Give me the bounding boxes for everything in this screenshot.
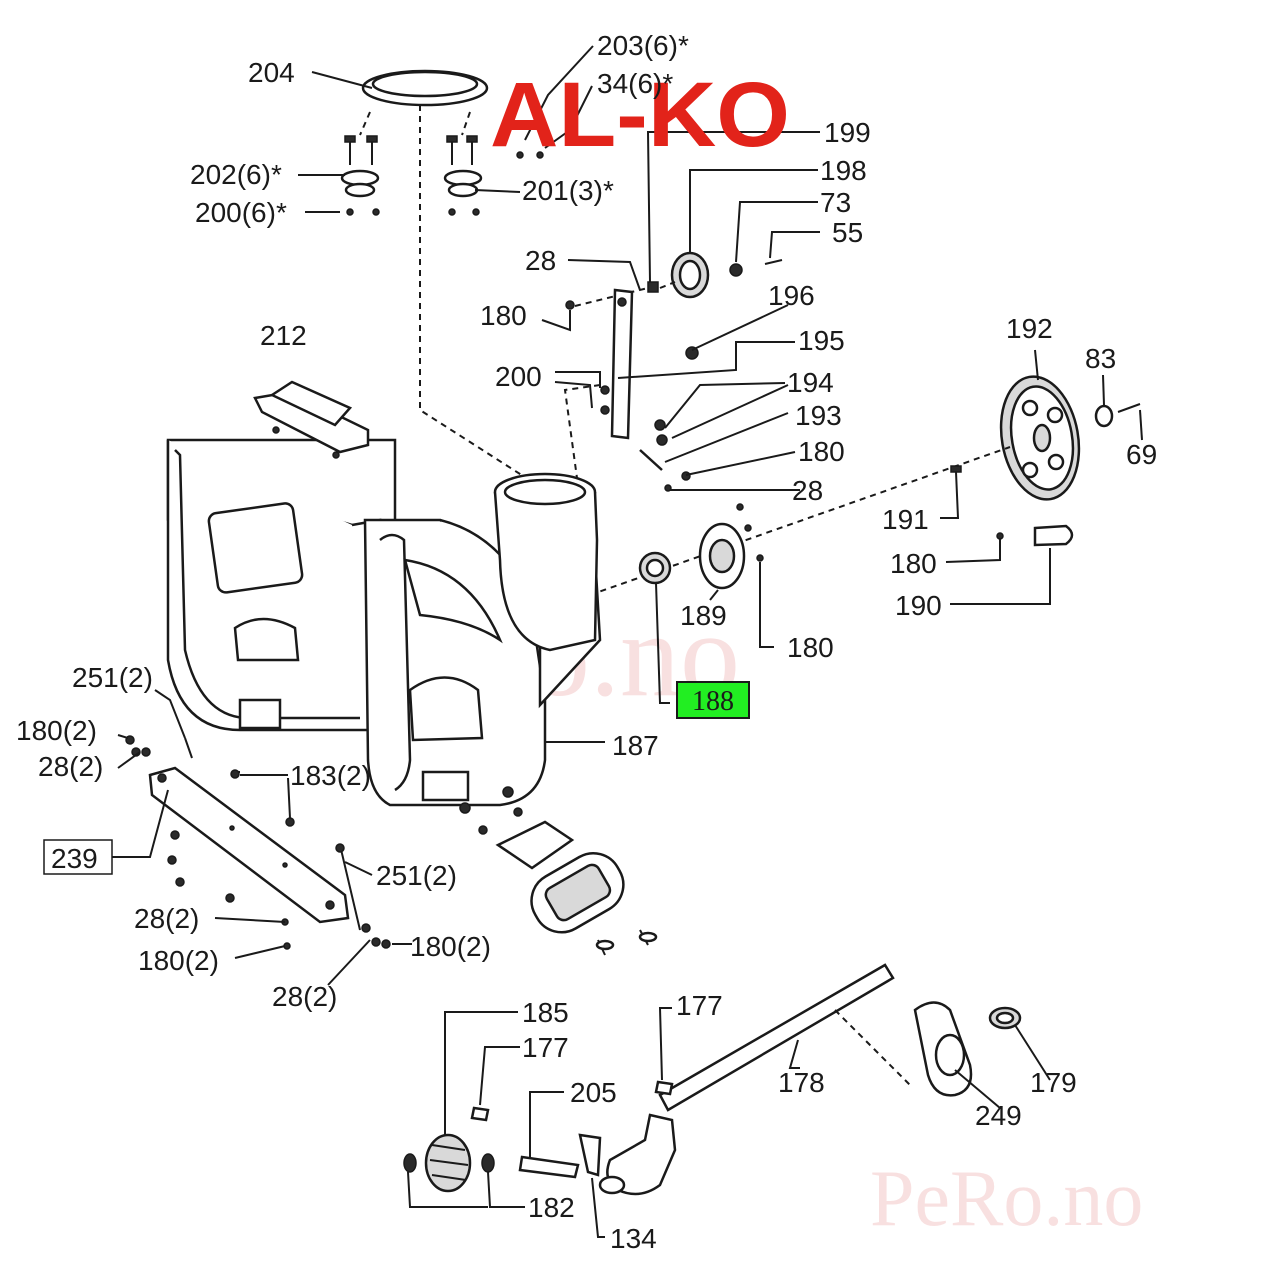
label-251b: 251(2) bbox=[376, 860, 457, 891]
auger-housing-187 bbox=[166, 438, 602, 807]
brand-logo: AL-KO bbox=[490, 64, 790, 166]
label-182: 182 bbox=[528, 1192, 575, 1223]
skid-shoe bbox=[459, 786, 658, 956]
label-180a: 180 bbox=[480, 300, 527, 331]
pulley-192 bbox=[999, 375, 1081, 501]
label-180g: 180(2) bbox=[138, 945, 219, 976]
label-190: 190 bbox=[895, 590, 942, 621]
scraper-bar-239 bbox=[148, 766, 350, 924]
flange-189 bbox=[698, 503, 752, 590]
pin-205 bbox=[518, 1155, 580, 1179]
washer-182b bbox=[481, 1153, 495, 1173]
label-28e: 28(2) bbox=[272, 981, 337, 1012]
label-239-box: 239 bbox=[43, 839, 113, 875]
label-180f: 180(2) bbox=[410, 931, 491, 962]
label-189: 189 bbox=[680, 600, 727, 631]
label-249: 249 bbox=[975, 1100, 1022, 1131]
nut-196 bbox=[685, 346, 699, 360]
label-134: 134 bbox=[610, 1223, 657, 1254]
part-labels: 204 203(6)* 34(6)* 199 198 73 55 202(6)*… bbox=[16, 30, 1157, 1254]
label-183: 183(2) bbox=[290, 760, 371, 791]
shaft-178 bbox=[658, 963, 895, 1112]
label-200b: 200 bbox=[495, 361, 542, 392]
leader-lines bbox=[112, 45, 1143, 1238]
label-192: 192 bbox=[1006, 313, 1053, 344]
label-202: 202(6)* bbox=[190, 159, 282, 190]
label-55: 55 bbox=[832, 217, 863, 248]
bolt-69 bbox=[1117, 403, 1141, 413]
washer-83 bbox=[1094, 404, 1114, 428]
pin-177a bbox=[470, 1106, 490, 1122]
label-83: 83 bbox=[1085, 343, 1116, 374]
label-204: 204 bbox=[248, 57, 295, 88]
label-180c: 180 bbox=[890, 548, 937, 579]
hardware-group-left bbox=[125, 735, 391, 950]
highlighted-part-188[interactable]: 188 bbox=[676, 681, 750, 719]
coupling-134 bbox=[578, 1113, 677, 1196]
label-28a: 28 bbox=[525, 245, 556, 276]
label-180b: 180 bbox=[798, 436, 845, 467]
label-251a: 251(2) bbox=[72, 662, 153, 693]
label-212: 212 bbox=[260, 320, 307, 351]
label-73: 73 bbox=[820, 187, 851, 218]
screws-right bbox=[443, 135, 483, 216]
bearing-plate-249 bbox=[913, 1001, 973, 1097]
bearing-188 bbox=[638, 551, 672, 585]
label-239: 239 bbox=[51, 843, 98, 874]
label-200a: 200(6)* bbox=[195, 197, 287, 228]
bearing-179 bbox=[988, 1006, 1022, 1030]
idler-arm bbox=[610, 288, 634, 440]
label-187: 187 bbox=[612, 730, 659, 761]
label-180d: 180 bbox=[787, 632, 834, 663]
label-188: 188 bbox=[692, 686, 734, 717]
label-198: 198 bbox=[820, 155, 867, 186]
label-28c: 28(2) bbox=[38, 751, 103, 782]
key-191 bbox=[950, 465, 962, 473]
washer-73 bbox=[729, 263, 743, 277]
washer-182a bbox=[403, 1153, 417, 1173]
watermark-bottom-right: PeRo.no bbox=[870, 1155, 1143, 1243]
label-194: 194 bbox=[787, 367, 834, 398]
label-69: 69 bbox=[1126, 439, 1157, 470]
idler-pulley-198 bbox=[670, 251, 710, 299]
label-196: 196 bbox=[768, 280, 815, 311]
spring-193 bbox=[639, 449, 663, 471]
label-185: 185 bbox=[522, 997, 569, 1028]
label-195: 195 bbox=[798, 325, 845, 356]
bracket-212 bbox=[253, 380, 370, 459]
bracket-190 bbox=[1033, 524, 1074, 547]
label-28b: 28 bbox=[792, 475, 823, 506]
screws-left bbox=[340, 135, 380, 216]
label-178: 178 bbox=[778, 1067, 825, 1098]
label-28d: 28(2) bbox=[134, 903, 199, 934]
label-201: 201(3)* bbox=[522, 175, 614, 206]
chute-seal-ring bbox=[361, 69, 489, 107]
label-177a: 177 bbox=[522, 1032, 569, 1063]
label-180e: 180(2) bbox=[16, 715, 97, 746]
label-193: 193 bbox=[795, 400, 842, 431]
label-191: 191 bbox=[882, 504, 929, 535]
discharge-chute-base bbox=[493, 472, 599, 652]
label-179: 179 bbox=[1030, 1067, 1077, 1098]
label-199: 199 bbox=[824, 117, 871, 148]
label-203: 203(6)* bbox=[597, 30, 689, 61]
auger-gear-185 bbox=[424, 1133, 472, 1193]
screws-top-right bbox=[516, 151, 544, 159]
label-34: 34(6)* bbox=[597, 68, 673, 99]
bushing-199 bbox=[647, 281, 659, 293]
pin-177b bbox=[654, 1080, 674, 1096]
label-177b: 177 bbox=[676, 990, 723, 1021]
bolt-55 bbox=[764, 259, 783, 265]
label-205: 205 bbox=[570, 1077, 617, 1108]
